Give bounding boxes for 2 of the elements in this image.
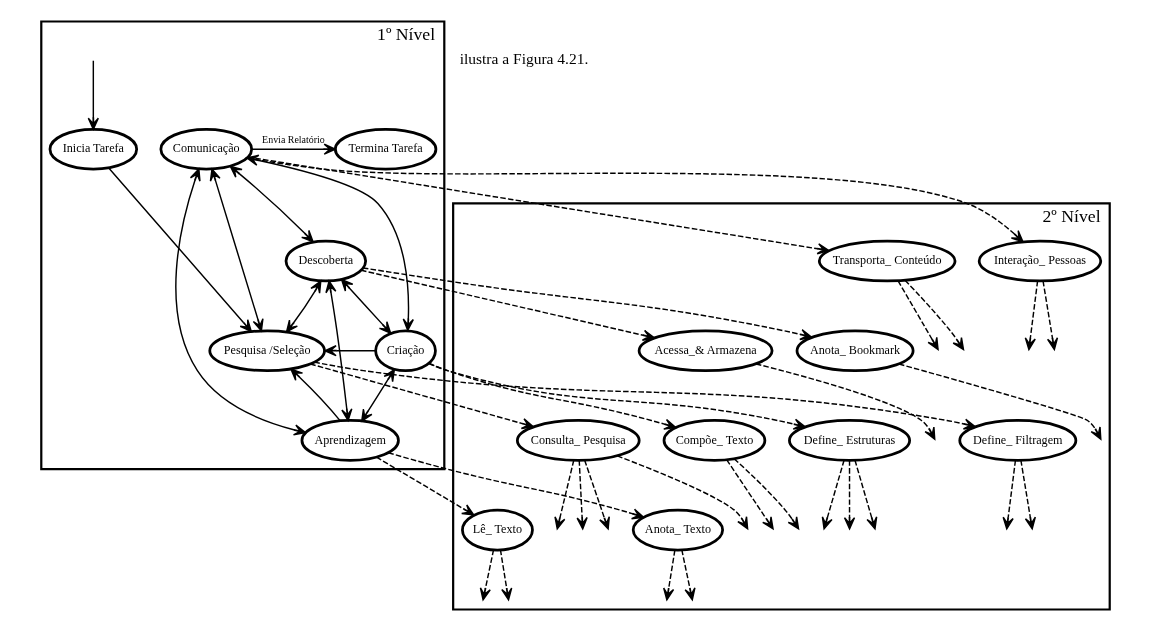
label: ilustra a Figura 4.21. [459,49,589,67]
edge-label: Envia Relatório [262,133,325,145]
